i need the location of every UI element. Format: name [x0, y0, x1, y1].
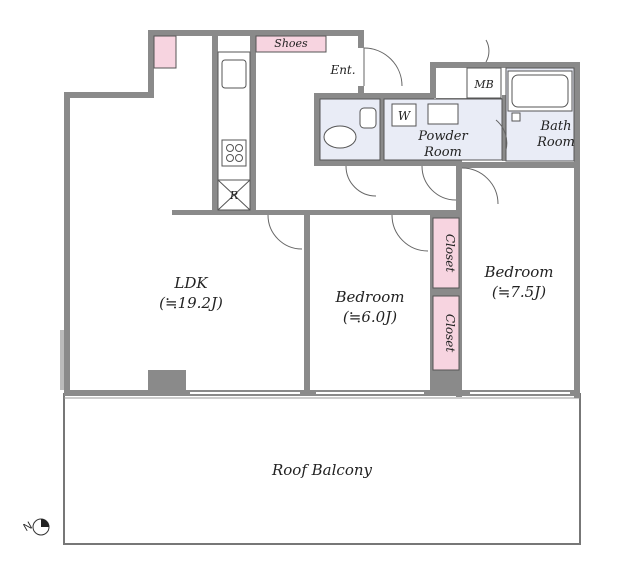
bedroom-center-area: (≒6.0J) — [343, 308, 397, 326]
labels: LDK (≒19.2J) Bedroom (≒6.0J) Bedroom (≒7… — [159, 37, 575, 479]
doors — [267, 39, 508, 252]
powder-line2: Room — [423, 145, 462, 160]
bath-line2: Room — [536, 135, 575, 150]
balcony-label: Roof Balcony — [271, 461, 373, 479]
compass-label: N — [22, 520, 35, 534]
bath-line1: Bath — [540, 119, 572, 134]
powder-line1: Powder — [417, 129, 468, 144]
compass-needle — [41, 519, 49, 527]
entrance-label: Ent. — [329, 63, 355, 77]
shoes-label: Shoes — [274, 37, 308, 50]
ldk-area: (≒19.2J) — [159, 294, 223, 312]
washer-label: W — [398, 109, 412, 123]
ldk-name: LDK — [173, 274, 208, 292]
bedroom-center-name: Bedroom — [335, 288, 405, 306]
mb-label: MB — [473, 78, 493, 91]
fridge-label: R — [229, 189, 238, 202]
roof-balcony — [63, 393, 581, 545]
storage-areas — [153, 35, 460, 371]
bedroom-right-name: Bedroom — [484, 263, 554, 281]
bedroom-right-area: (≒7.5J) — [492, 283, 546, 301]
closet-upper-label: Closet — [443, 234, 457, 273]
closet-lower-label: Closet — [443, 314, 457, 353]
fixtures — [217, 51, 569, 211]
compass: N — [22, 518, 50, 536]
